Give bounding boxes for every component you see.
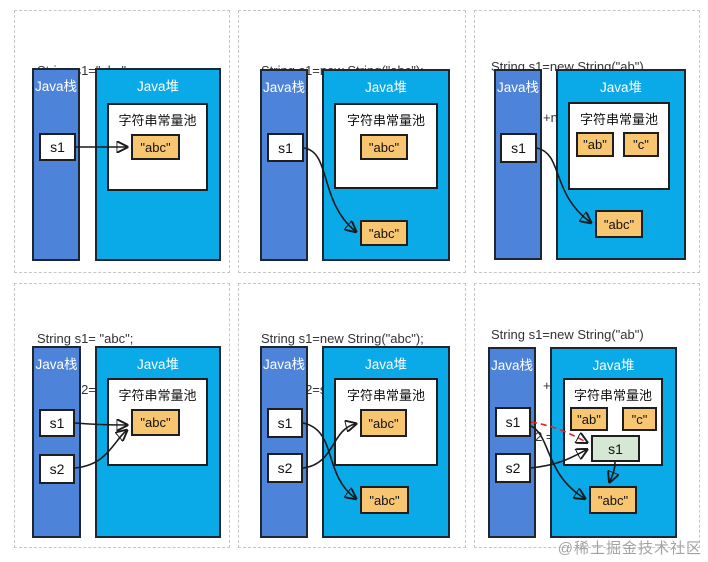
java-stack-label: Java栈: [262, 357, 306, 372]
java-heap-label: Java堆: [599, 80, 643, 95]
stack-var-s1: s1: [39, 409, 75, 437]
heap-string-abc: "abc": [360, 486, 409, 514]
string-constant-pool-label: 字符串常量池: [346, 113, 425, 128]
pool-interned-ref-s1: s1: [591, 435, 640, 462]
stack-var-s2: s2: [267, 453, 303, 483]
java-stack-bar: Java栈: [260, 346, 308, 538]
java-heap-label: Java堆: [592, 358, 635, 373]
pool-string-abc: "abc": [360, 409, 407, 437]
pool-string-c: "c": [623, 132, 659, 157]
string-constant-pool-label: 字符串常量池: [118, 388, 197, 403]
panel-new-string: String s1=new String("abc"); Java栈 s1 Ja…: [238, 10, 466, 273]
java-stack-label: Java栈: [490, 358, 534, 373]
java-stack-bar: Java栈: [494, 69, 542, 260]
pool-string-ab: "ab": [576, 132, 614, 157]
stack-var-s1: s1: [500, 133, 537, 163]
string-constant-pool-label: 字符串常量池: [118, 113, 197, 128]
string-constant-pool-label: 字符串常量池: [346, 388, 425, 403]
code-line: String s1=new String("abc");: [261, 331, 424, 346]
heap-string-abc: "abc": [360, 220, 408, 246]
java-stack-label: Java栈: [34, 79, 78, 94]
pool-string-abc: "abc": [360, 134, 408, 160]
java-stack-bar: Java栈: [32, 346, 81, 538]
heap-string-abc: "abc": [589, 486, 637, 514]
heap-string-abc: "abc": [595, 210, 643, 238]
stack-var-s1: s1: [495, 407, 531, 437]
stack-var-s2: s2: [39, 454, 75, 484]
code-line: String s1= "abc";: [37, 331, 134, 346]
code-line: String s1=new String("ab"): [491, 327, 644, 342]
string-constant-pool-label: 字符串常量池: [573, 388, 652, 403]
pool-string-abc: "abc": [131, 134, 180, 160]
java-stack-bar: Java栈: [260, 69, 308, 261]
java-heap-label: Java堆: [364, 357, 408, 372]
stack-var-s1: s1: [267, 408, 303, 438]
java-stack-bar: Java栈: [32, 68, 80, 261]
panel-new-string-intern: String s1=new String("abc"); String s2=s…: [238, 283, 466, 548]
pool-string-ab: "ab": [570, 407, 608, 431]
java-heap-label: Java堆: [364, 80, 408, 95]
java-stack-label: Java栈: [35, 357, 78, 372]
panel-literal-intern: String s1= "abc"; String s2= s1.intern()…: [14, 283, 230, 548]
java-stack-bar: Java栈: [488, 347, 536, 538]
java-stack-label: Java栈: [496, 80, 540, 95]
panel-literal-assign: String s1="abc"; Java栈 s1 Java堆 字符串常量池 "…: [14, 10, 230, 273]
panel-concat-new-strings: String s1=new String("ab") +new String("…: [474, 10, 700, 273]
panel-concat-intern: String s1=new String("ab") +new String("…: [474, 283, 700, 548]
string-constant-pool-label: 字符串常量池: [579, 112, 658, 127]
java-heap-label: Java堆: [136, 357, 180, 372]
pool-string-abc: "abc": [131, 409, 180, 436]
pool-string-c: "c": [622, 407, 657, 431]
java-stack-label: Java栈: [262, 80, 306, 95]
stack-var-s1: s1: [39, 133, 76, 161]
java-heap-label: Java堆: [136, 79, 180, 94]
stack-var-s2: s2: [495, 453, 531, 483]
watermark: @稀土掘金技术社区: [557, 540, 702, 557]
stack-var-s1: s1: [267, 133, 304, 162]
